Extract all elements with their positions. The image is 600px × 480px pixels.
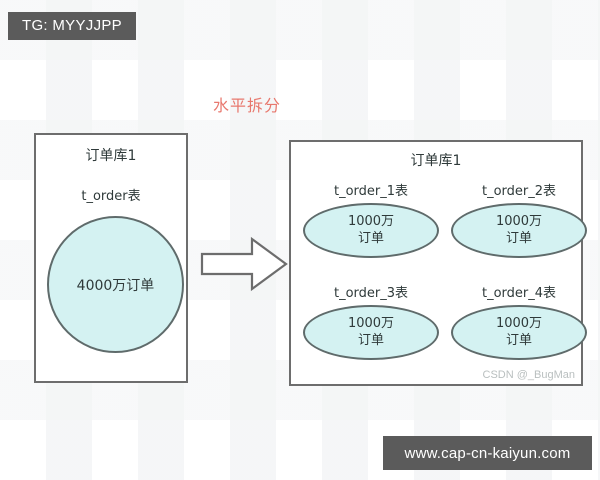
shard-4: t_order_4表 1000万 订单 xyxy=(451,282,587,360)
shard-1-table-label: t_order_1表 xyxy=(333,184,409,199)
shard-1-ellipse: 1000万 订单 xyxy=(303,203,439,258)
shard-4-table-label: t_order_4表 xyxy=(481,286,557,301)
shard-3: t_order_3表 1000万 订单 xyxy=(303,282,439,360)
shard-3-count-line2: 订单 xyxy=(357,332,384,348)
shard-2-table-label: t_order_2表 xyxy=(481,184,557,199)
csdn-watermark: CSDN @_BugMan xyxy=(482,369,575,381)
after-database-box: 订单库1 t_order_1表 1000万 订单 t_order_2表 1000… xyxy=(289,140,587,386)
shard-1: t_order_1表 1000万 订单 xyxy=(303,180,439,258)
shard-3-count-line1: 1000万 xyxy=(347,316,395,332)
shard-4-ellipse: 1000万 订单 xyxy=(451,305,587,360)
right-arrow-icon xyxy=(200,236,288,292)
tg-badge: TG: MYYJJPP xyxy=(8,12,136,40)
shard-1-count-line2: 订单 xyxy=(357,230,384,246)
shard-3-table-label: t_order_3表 xyxy=(333,286,409,301)
shard-3-ellipse: 1000万 订单 xyxy=(303,305,439,360)
shard-2-ellipse: 1000万 订单 xyxy=(451,203,587,258)
before-table-circle: 4000万订单 xyxy=(47,216,184,353)
after-db-title: 订单库1 xyxy=(410,153,462,169)
shard-4-count-line2: 订单 xyxy=(505,332,532,348)
url-banner: www.cap-cn-kaiyun.com xyxy=(383,436,592,470)
before-database-box: 订单库1 t_order表 4000万订单 xyxy=(34,133,188,383)
shard-2: t_order_2表 1000万 订单 xyxy=(451,180,587,258)
shard-2-count-line2: 订单 xyxy=(505,230,532,246)
shard-2-count-line1: 1000万 xyxy=(495,214,543,230)
shard-4-count-line1: 1000万 xyxy=(495,316,543,332)
before-row-count: 4000万订单 xyxy=(76,277,155,294)
shard-1-count-line1: 1000万 xyxy=(347,214,395,230)
before-db-title: 订单库1 xyxy=(85,148,137,164)
split-label: 水平拆分 xyxy=(213,96,282,115)
before-table-label: t_order表 xyxy=(81,189,141,204)
